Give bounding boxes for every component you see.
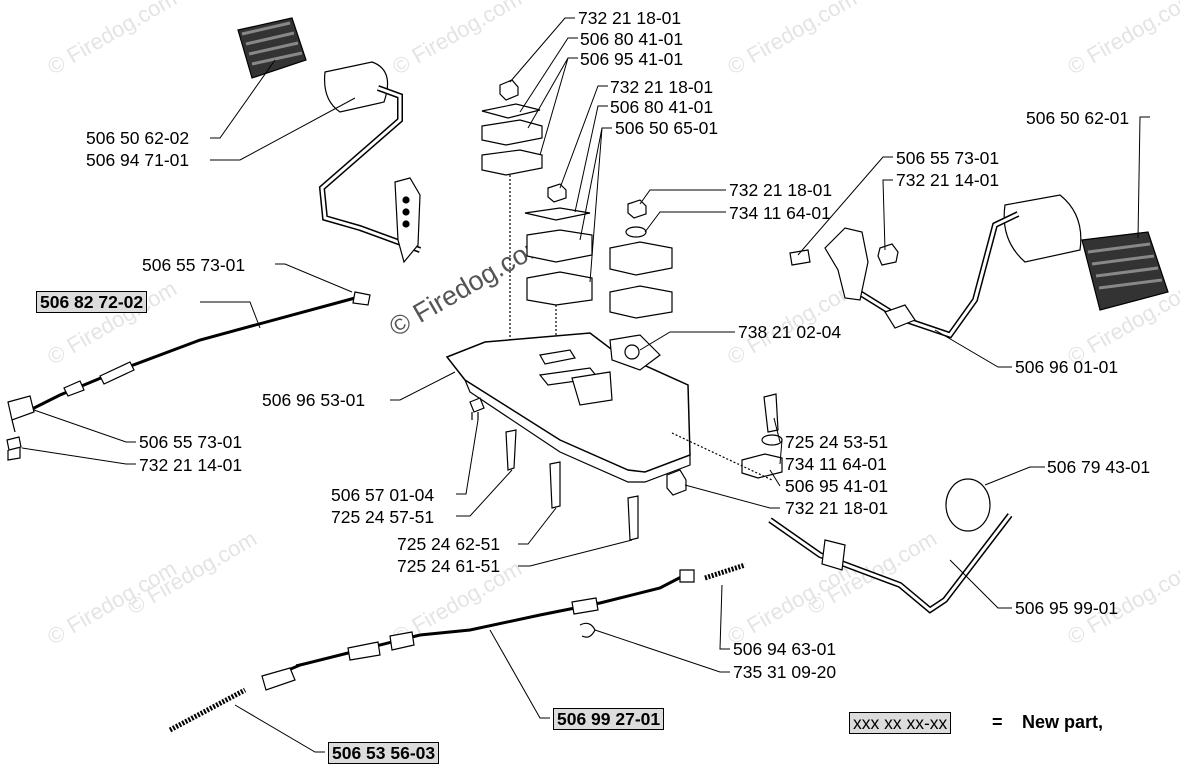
- pivot-bracket: [609, 334, 661, 371]
- part-label: 738 21 02-04: [738, 322, 842, 342]
- part-label: 732 21 18-01: [729, 180, 833, 200]
- part-label: 725 24 62-51: [397, 534, 501, 554]
- part-label: 734 11 64-01: [785, 454, 887, 474]
- part-label: 506 94 71-01: [86, 150, 190, 170]
- pedal-pad-right: [1081, 231, 1169, 311]
- pedal-rubber-right: [1003, 194, 1082, 263]
- part-label: 506 55 73-01: [896, 148, 1000, 168]
- pedal-pad-left: [237, 17, 307, 79]
- part-label: 506 50 65-01: [615, 118, 719, 138]
- part-label: 506 50 62-02: [86, 128, 190, 148]
- nut-2: [547, 183, 567, 203]
- part-label: 725 24 53-51: [785, 432, 889, 452]
- part-label: 506 95 99-01: [1015, 598, 1119, 618]
- lower-spring: [168, 687, 247, 733]
- part-label: 506 80 41-01: [610, 97, 714, 117]
- new-part-label: 506 53 56-03: [328, 742, 440, 764]
- part-label: 732 21 14-01: [896, 170, 1000, 190]
- leader-lines: [21, 17, 1150, 753]
- part-label: 732 21 18-01: [578, 8, 682, 28]
- upper-spring: [704, 562, 746, 581]
- part-label: 734 11 64-01: [729, 203, 831, 223]
- part-label: 506 55 73-01: [139, 432, 243, 452]
- part-label: 506 57 01-04: [331, 485, 435, 505]
- legend-equals: =: [992, 712, 1003, 732]
- part-label: 735 31 09-20: [733, 662, 837, 682]
- part-label: 506 94 63-01: [733, 639, 837, 659]
- part-label: 732 21 18-01: [610, 77, 714, 97]
- part-label: 506 80 41-01: [580, 29, 684, 49]
- knob: [945, 478, 991, 532]
- pedal-rubber-left: [323, 61, 389, 113]
- part-label: 725 24 61-51: [397, 556, 501, 576]
- part-label: 506 95 41-01: [785, 476, 889, 496]
- part-label: 506 95 41-01: [580, 49, 684, 69]
- part-label: 732 21 14-01: [139, 455, 243, 475]
- pedal-bracket-left: [394, 177, 421, 264]
- legend-text: New part,: [1022, 712, 1104, 732]
- nut-1: [499, 79, 519, 101]
- part-label: 506 55 73-01: [142, 255, 246, 275]
- legend-sample: xxx xx xx-xx: [849, 712, 952, 734]
- part-label: 725 24 57-51: [331, 507, 435, 527]
- part-label: 506 79 43-01: [1047, 457, 1151, 477]
- new-part-label: 506 82 72-02: [36, 291, 148, 313]
- part-label: 506 96 53-01: [262, 390, 366, 410]
- nut-3: [627, 199, 647, 219]
- lower-cable: [264, 573, 686, 682]
- part-label: 732 21 18-01: [785, 498, 889, 518]
- part-label: 506 50 62-01: [1026, 108, 1130, 128]
- new-part-label: 506 99 27-01: [553, 708, 665, 730]
- part-label: 506 96 01-01: [1015, 357, 1119, 377]
